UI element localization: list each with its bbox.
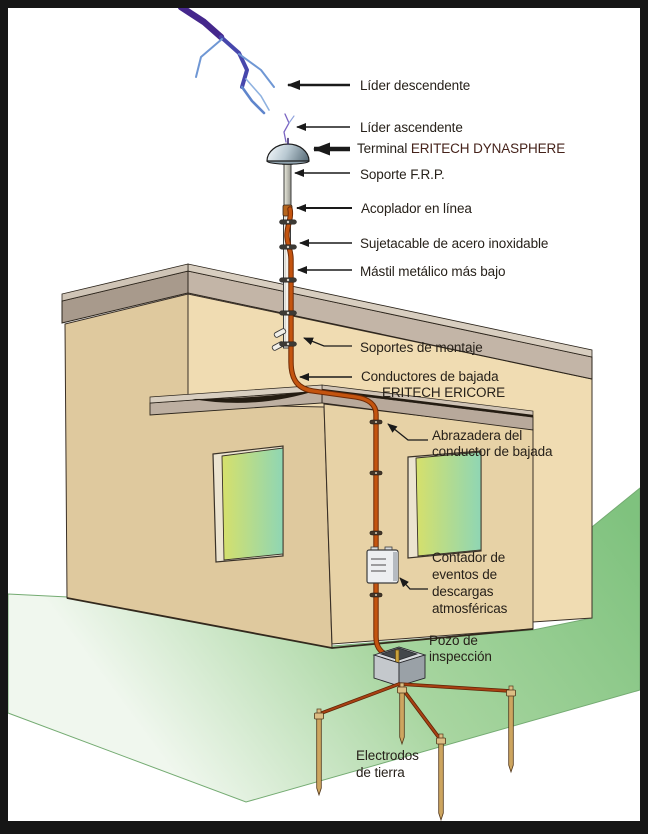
label-contador-line3: descargas xyxy=(432,584,494,599)
ground-electrode xyxy=(506,685,516,774)
ground-electrodes xyxy=(314,682,516,822)
window-right xyxy=(407,450,482,559)
wall-conductor-clamps xyxy=(369,419,383,598)
label-mastil: Mástil metálico más bajo xyxy=(360,264,506,279)
label-abrazadera-line1: Abrazadera del xyxy=(432,428,523,443)
cable-clamp xyxy=(279,341,297,347)
parapet-lower xyxy=(149,384,534,431)
arrow-soportes-montaje xyxy=(303,337,352,347)
arrow-abrazadera xyxy=(387,423,428,441)
building-base-edge xyxy=(66,597,534,649)
label-conductores-line2: ERITECH ERICORE xyxy=(382,385,506,400)
mast-cable-clamps xyxy=(279,219,297,347)
inspection-pit xyxy=(372,646,427,687)
roof-shadow-line xyxy=(192,390,318,403)
terminal-brand-text: ERITECH DYNASPHERE xyxy=(410,141,566,156)
label-pozo-line2: inspección xyxy=(429,649,492,664)
label-soportes-montaje: Soportes de montaje xyxy=(360,340,483,355)
event-counter xyxy=(366,546,399,584)
dynasphere-terminal xyxy=(266,137,310,165)
down-conductor xyxy=(284,206,396,659)
lightning-bolt xyxy=(177,3,275,115)
label-electrodos-line1: Electrodos xyxy=(356,748,419,763)
label-acoplador: Acoplador en línea xyxy=(361,201,472,216)
label-terminal: Terminal ERITECH DYNASPHERE xyxy=(357,141,566,156)
ground-electrode xyxy=(436,733,446,822)
upward-leader xyxy=(283,113,295,143)
page-border-bottom xyxy=(0,821,648,834)
conductor-clamp xyxy=(369,470,383,476)
cable-clamp xyxy=(279,277,297,283)
frp-support xyxy=(283,162,292,208)
label-abrazadera-line2: conductor de bajada xyxy=(432,444,553,459)
window-left xyxy=(212,445,284,563)
label-soporte-frp: Soporte F.R.P. xyxy=(360,167,445,182)
label-contador-line2: eventos de xyxy=(432,567,498,582)
cable-clamp xyxy=(279,244,297,250)
label-sujetacable: Sujetacable de acero inoxidable xyxy=(360,236,549,251)
label-conductores-line1: Conductores de bajada xyxy=(361,369,499,384)
label-contador-line1: Contador de xyxy=(432,550,506,565)
label-pozo-line1: Pozo de xyxy=(429,633,478,648)
conductor-clamp xyxy=(369,530,383,536)
arrow-contador xyxy=(399,577,428,590)
conductor-clamp xyxy=(369,419,383,425)
ground-electrode xyxy=(314,708,324,797)
ground-electrode xyxy=(397,682,407,746)
label-lider-descendente: Líder descendente xyxy=(360,78,471,93)
conductor-clamp xyxy=(369,592,383,598)
label-lider-ascendente: Líder ascendente xyxy=(360,120,463,135)
label-contador-line4: atmosféricas xyxy=(432,601,508,616)
cable-clamp xyxy=(279,219,297,225)
cable-clamp xyxy=(279,310,297,316)
label-electrodos-line2: de tierra xyxy=(356,765,405,780)
annotation-arrows xyxy=(287,80,428,590)
